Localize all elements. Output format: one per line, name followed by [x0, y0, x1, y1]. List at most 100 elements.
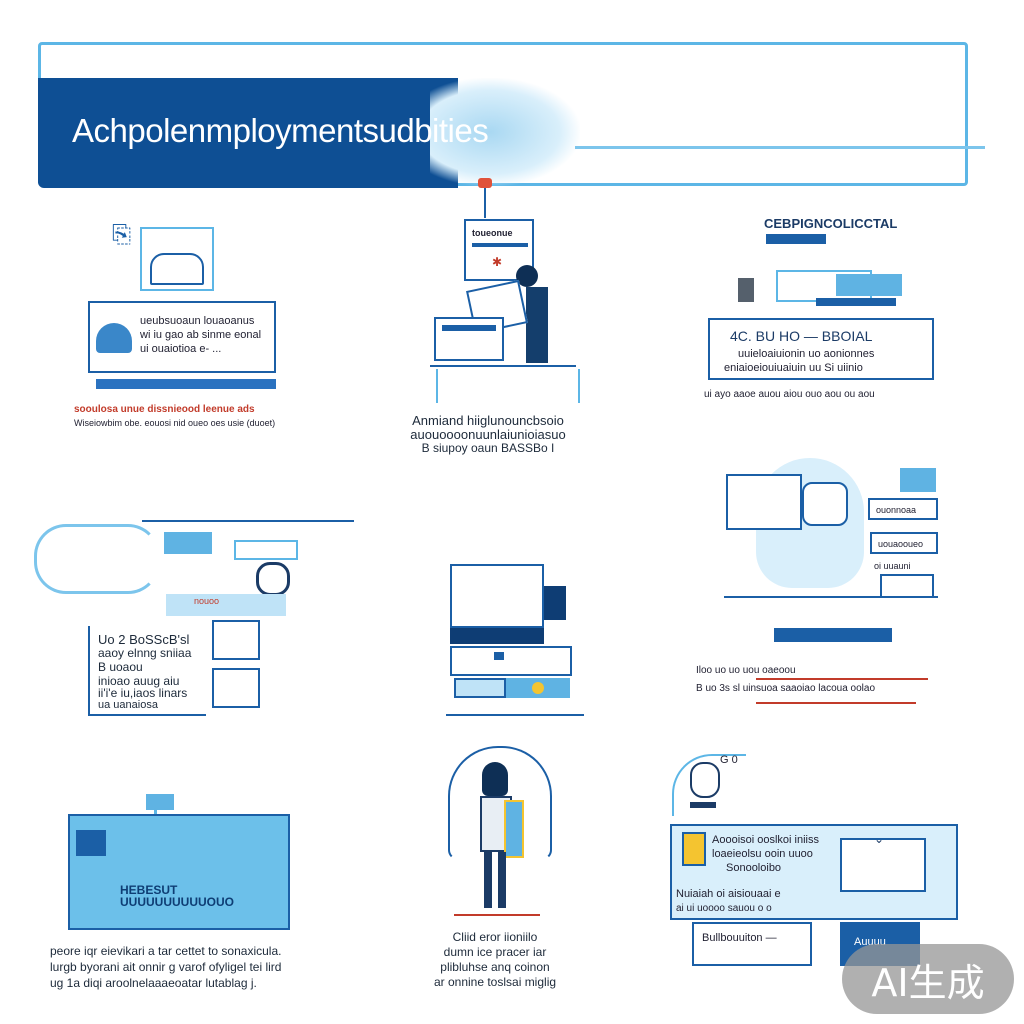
window-illustration — [450, 564, 544, 628]
monitor-illustration — [140, 227, 214, 291]
label-text: uouaooueo — [878, 539, 924, 549]
info-card: ueubsuoaun louaoanus wi iu gao ab sinme … — [88, 301, 276, 373]
screen-icon — [900, 468, 936, 492]
counter-panel — [76, 830, 106, 856]
person-leg — [484, 852, 492, 908]
caption-line: B siupoy oaun BASSBo I — [421, 441, 555, 455]
bookmark-icon: ⎘ — [112, 221, 132, 248]
window-bar — [450, 628, 544, 644]
caption-line: Cliid eror iioniilo — [452, 930, 538, 944]
text-line: Uo 2 BoSScB'sl — [98, 632, 190, 647]
tile — [506, 678, 570, 698]
red-rule — [454, 914, 540, 916]
progress-strip — [96, 379, 276, 389]
window-panel: Aoooisoi ooslkoi iniiss loaeieolsu ooin … — [670, 824, 958, 920]
sign-bar — [472, 243, 528, 247]
text-line: ii'i'e iu,iaos linars — [98, 686, 188, 700]
card-text-line: ueubsuoaun louaoanus — [140, 315, 255, 327]
person-leg — [498, 852, 506, 908]
arch-decoration — [448, 746, 552, 860]
printer-illustration — [802, 482, 848, 526]
screen-icon — [164, 532, 212, 554]
footer-text: Iloo uo uo uou oaeoou — [696, 665, 796, 676]
info-box-line: uuieloaiuionin uo aonionnes — [738, 348, 875, 360]
label-box — [880, 574, 934, 598]
desk-legs — [436, 369, 580, 403]
red-rule — [756, 678, 928, 680]
laptop-bar — [442, 325, 496, 331]
shelf-label: nouoo — [194, 596, 220, 606]
text-line: aaoy elnng sniiaa — [98, 646, 192, 660]
printer-icon — [150, 253, 204, 285]
profile-icon — [682, 832, 706, 866]
bulb-base — [690, 802, 716, 808]
panel-4: nouoo Uo 2 BoSScB'sl aaoy elnng sniiaa B… — [32, 518, 362, 728]
counter-illustration: HEBESUT UUUUUUUUUUOUO — [68, 814, 290, 930]
person-icon — [96, 323, 132, 353]
window-text: Nuiaiah oi aisiouaai e — [676, 888, 781, 900]
button-label: Bullbouuiton — — [702, 932, 777, 944]
footnote-text: Wiseiowbim obe. eouosi nid oueo oes usie… — [74, 418, 276, 428]
card-text-line: wi iu gao ab sinme eonal — [140, 329, 262, 341]
caption-line: ar onnine toslsai miglig — [433, 975, 557, 989]
coin-icon — [532, 682, 544, 694]
drawer-button — [494, 652, 504, 660]
cabinet-drawer — [212, 668, 260, 708]
caption-line: Anmiand hiiglunouncbsoio — [412, 413, 564, 428]
drawer-illustration — [450, 646, 572, 676]
person-body — [526, 287, 548, 363]
label-box: ouonnoaa — [868, 498, 938, 520]
panel-2: toueonue ✱ Anmiand hiiglunouncbsoio auou… — [400, 215, 600, 460]
info-box-line: eniaioeiouiuaiuin uu Si uiinio — [724, 362, 863, 374]
device-illustration — [836, 274, 902, 296]
side-panel — [544, 586, 566, 620]
divider — [724, 596, 938, 598]
panel-7: HEBESUT UUUUUUUUUUOUO peore iqr eievikar… — [50, 790, 320, 990]
window-text: Aoooisoi ooslkoi iniiss — [712, 834, 819, 846]
panel-heading: CEBPIGNCOLICCTAL — [764, 216, 898, 231]
cloud-decoration — [34, 524, 160, 594]
text-line: ua uanaiosa — [98, 699, 158, 711]
chevron-down-icon: ⌄ — [874, 832, 885, 846]
window-text: loaeieolsu ooin uuoo — [712, 848, 813, 860]
pen-cup-icon — [738, 278, 754, 302]
inner-screen — [840, 838, 926, 892]
laptop-illustration — [434, 317, 504, 361]
page-title: Achpolenmploymentsudbities — [72, 112, 489, 149]
person-head — [516, 265, 538, 287]
panel-3: CEBPIGNCOLICCTAL 4C. BU HO — BBOIAL uuie… — [700, 212, 960, 412]
caption-line: plibluhse anq coinon — [440, 960, 550, 974]
label-text: oi uuauni — [874, 561, 911, 571]
info-box-title: 4C. BU HO — BBOIAL — [730, 328, 873, 344]
building-illustration — [774, 628, 892, 642]
text-line: inioao auug aiu — [98, 674, 180, 688]
connector-line — [484, 188, 486, 218]
header-pin-icon — [478, 178, 492, 188]
caption-line: auouoooonuunlaiunioiasuo — [410, 427, 566, 442]
base-line — [446, 714, 584, 716]
window-text: Sonooloibo — [726, 862, 782, 874]
easel-board — [506, 802, 522, 856]
panel-5 — [446, 560, 586, 720]
ai-generated-badge: AI生成 — [842, 944, 1014, 1014]
text-block — [88, 626, 206, 716]
action-button-1[interactable]: Bullbouuiton — — [692, 922, 812, 966]
heading-bar — [766, 234, 826, 244]
star-icon: ✱ — [492, 255, 503, 269]
person-head — [256, 562, 290, 596]
person-head — [482, 762, 508, 796]
caption-line: dumn ice pracer iar — [443, 945, 547, 959]
panel-8: Cliid eror iioniilo dumn ice pracer iar … — [420, 740, 570, 990]
arc-decoration — [672, 754, 746, 816]
panel-1: ⎘ ueubsuoaun louaoanus wi iu gao ab sinm… — [70, 215, 300, 435]
lightbulb-icon — [690, 762, 720, 798]
card-text-line: ui ouaiotioa e- ... — [140, 343, 222, 355]
caption-line: peore iqr eievikari a tar cettet to sona… — [50, 944, 282, 958]
cabinet-drawer — [212, 620, 260, 660]
info-box: 4C. BU HO — BBOIAL uuieloaiuionin uo aon… — [708, 318, 934, 380]
device-base — [816, 298, 896, 306]
footer-text: ui ayo aaoe auou aiou ouo aou ou aou — [704, 389, 875, 400]
caption-line: ug 1a diqi aroolnelaaaeoatar lutablag j. — [50, 976, 257, 990]
counter-sign: HEBESUT UUUUUUUUUUOUO — [120, 883, 234, 909]
sign-text: toueonue — [472, 228, 513, 238]
